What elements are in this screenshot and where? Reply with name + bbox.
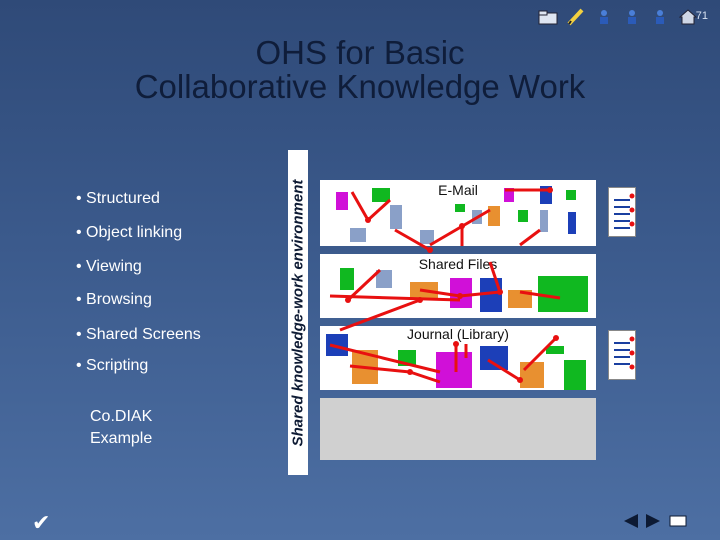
person-icon[interactable] bbox=[594, 8, 614, 26]
bullet-scripting: • Scripting bbox=[76, 357, 149, 374]
object-block bbox=[538, 276, 588, 312]
next-slide-icon[interactable] bbox=[644, 512, 664, 530]
bullet-viewing: • Viewing bbox=[76, 258, 142, 275]
bullet-object-linking: • Object linking bbox=[76, 224, 183, 241]
object-block bbox=[372, 188, 390, 202]
document-icon[interactable] bbox=[608, 187, 636, 237]
object-block bbox=[336, 192, 348, 210]
object-block bbox=[504, 188, 514, 202]
journal-label: Journal (Library) bbox=[407, 326, 509, 342]
toolbar bbox=[538, 6, 698, 28]
bullet-shared-screens: • Shared Screens bbox=[76, 326, 201, 343]
object-block bbox=[340, 268, 354, 290]
person-icon[interactable] bbox=[650, 8, 670, 26]
object-block bbox=[350, 228, 366, 242]
example-line-2: Example bbox=[90, 430, 153, 447]
object-block bbox=[450, 278, 472, 308]
object-block bbox=[455, 204, 465, 212]
title-line-2: Collaborative Knowledge Work bbox=[134, 68, 586, 105]
workspace-panel bbox=[320, 398, 596, 460]
bullet-structured: • Structured bbox=[76, 190, 160, 207]
pen-icon[interactable] bbox=[566, 8, 586, 26]
object-block bbox=[568, 212, 576, 234]
slide-number: 71 bbox=[695, 10, 708, 22]
object-block bbox=[566, 190, 576, 200]
previous-slide-icon[interactable] bbox=[620, 512, 640, 530]
object-block bbox=[376, 270, 392, 288]
object-block bbox=[508, 290, 532, 308]
page-title: OHS for Basic Collaborative Knowledge Wo… bbox=[0, 36, 720, 104]
object-block bbox=[540, 210, 548, 232]
check-icon[interactable]: ✔ bbox=[32, 510, 51, 535]
object-block bbox=[480, 346, 508, 370]
object-block bbox=[480, 278, 502, 312]
document-icon[interactable] bbox=[608, 330, 636, 380]
object-block bbox=[546, 346, 564, 354]
example-line-1: Co.DIAK bbox=[90, 408, 153, 425]
bullet-browsing: • Browsing bbox=[76, 291, 152, 308]
vertical-label-box: Shared knowledge-work environment bbox=[288, 150, 308, 475]
example-link[interactable]: Co.DIAK Example bbox=[90, 406, 152, 450]
person-icon[interactable] bbox=[622, 8, 642, 26]
object-block bbox=[390, 205, 402, 229]
folder-icon[interactable] bbox=[538, 8, 558, 26]
title-line-1: OHS for Basic bbox=[255, 34, 465, 71]
home-icon[interactable] bbox=[678, 8, 698, 26]
shared-files-label: Shared Files bbox=[418, 256, 498, 272]
object-block bbox=[420, 230, 434, 244]
slideshow-icon[interactable] bbox=[668, 512, 688, 530]
object-block bbox=[326, 334, 348, 356]
slide-navigation bbox=[620, 512, 688, 530]
email-label: E-Mail bbox=[438, 182, 478, 198]
object-block bbox=[518, 210, 528, 222]
object-block bbox=[564, 360, 586, 390]
object-block bbox=[520, 362, 544, 388]
object-block bbox=[488, 206, 500, 226]
